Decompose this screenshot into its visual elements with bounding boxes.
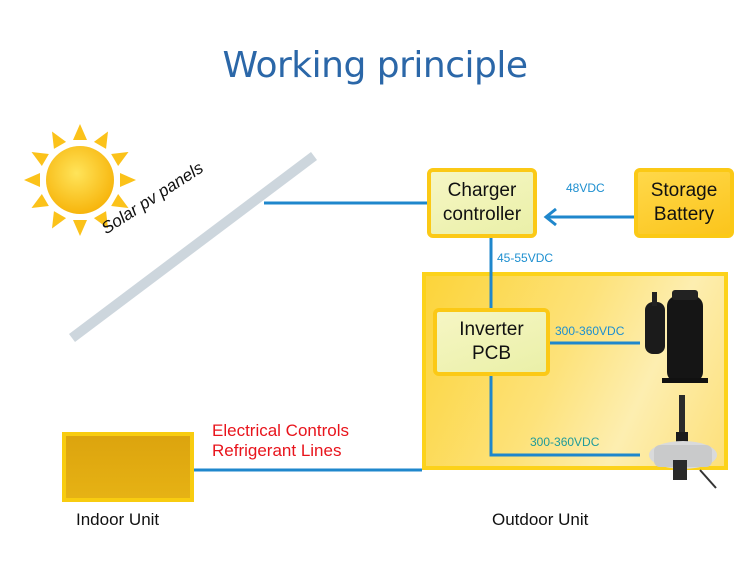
indoor-unit-box: [62, 432, 194, 502]
inverter-line-2: PCB: [471, 343, 512, 364]
arrow-head-icon: [543, 207, 557, 227]
voltage-compressor: 300-360VDC: [555, 324, 625, 338]
wire-inverter-to-fan: [489, 376, 640, 457]
voltage-45-55vdc: 45-55VDC: [497, 251, 554, 265]
voltage-fan-motor: 300-360VDC: [530, 435, 600, 449]
page-title: Working principle: [222, 45, 528, 86]
charger-line-2: controller: [442, 204, 522, 225]
battery-line-2: Battery: [653, 204, 715, 225]
storage-battery-box: Storage Battery: [634, 168, 734, 238]
inverter-line-1: Inverter: [459, 319, 524, 340]
charger-controller-box: Charger controller: [427, 168, 537, 238]
solar-panel: [68, 152, 318, 342]
fan-motor-icon: [649, 395, 717, 489]
electrical-controls-text: Electrical Controls: [212, 421, 349, 440]
outdoor-unit-label: Outdoor Unit: [492, 510, 589, 529]
indoor-unit-label: Indoor Unit: [76, 510, 160, 529]
compressor-icon: [645, 290, 708, 383]
refrigerant-lines-text: Refrigerant Lines: [212, 441, 342, 460]
voltage-48vdc: 48VDC: [566, 181, 605, 195]
inverter-pcb-box: Inverter PCB: [433, 308, 550, 376]
sun-icon: [24, 124, 136, 236]
charger-line-1: Charger: [447, 180, 517, 201]
indoor-outdoor-connection-label: Electrical Controls Refrigerant Lines: [212, 421, 349, 461]
battery-line-1: Storage: [650, 180, 718, 201]
